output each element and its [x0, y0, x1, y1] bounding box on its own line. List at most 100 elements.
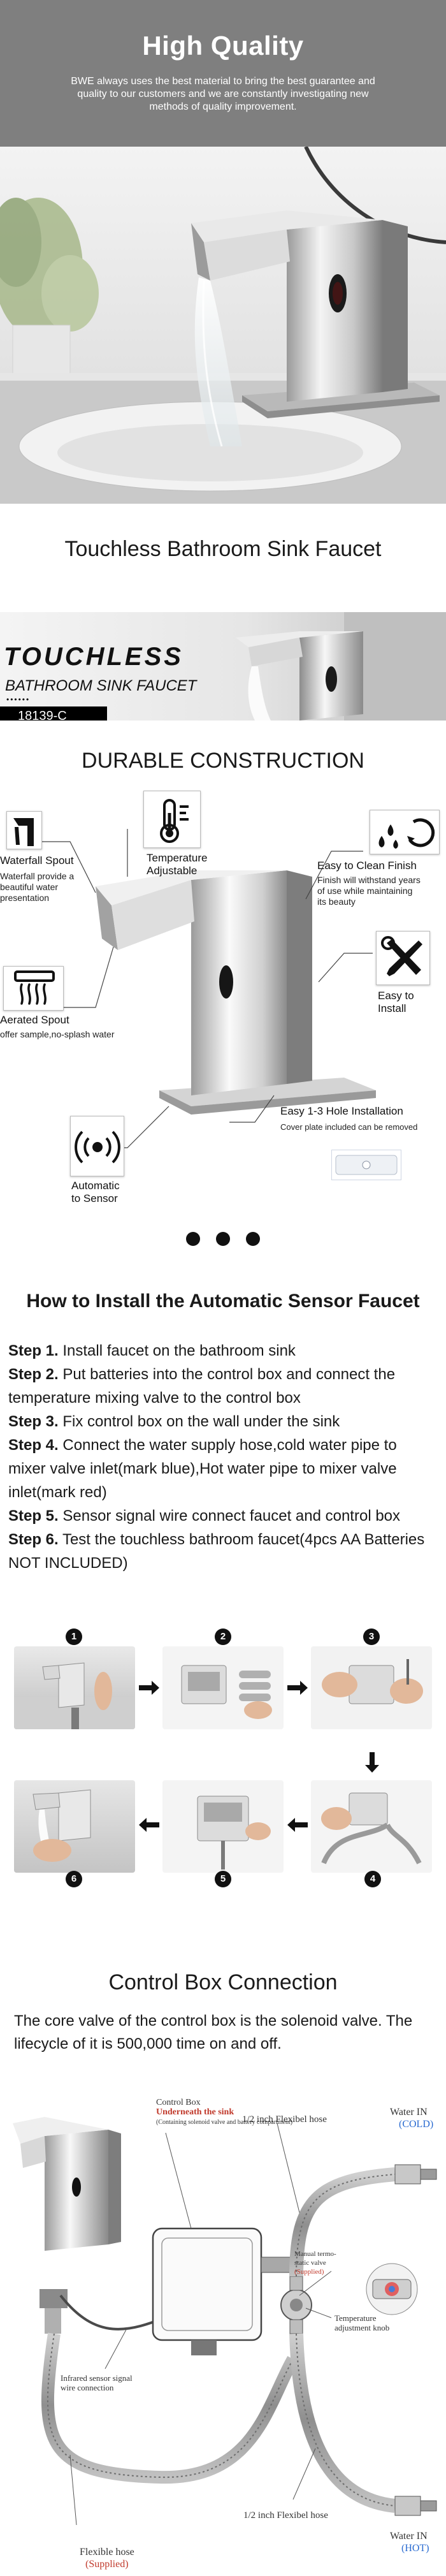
step-text: Install faucet on the bathroom sink	[58, 1342, 296, 1359]
durable-title-band: DURABLE CONSTRUCTION	[0, 721, 446, 791]
hole-installation-feature: Easy 1-3 Hole Installation Cover plate i…	[280, 1105, 446, 1132]
high-quality-section: High Quality BWE always uses the best ma…	[0, 0, 446, 504]
easy-clean-icon-box	[370, 810, 440, 854]
install-step: Step 1. Install faucet on the bathroom s…	[8, 1339, 438, 1363]
label-signal-2: wire connection	[61, 2383, 114, 2392]
install-photo-2-illustration	[181, 1665, 272, 1719]
cover-plate-thumbnail	[331, 1150, 401, 1180]
step-number: Step 1.	[8, 1342, 59, 1359]
install-photo-3	[311, 1646, 432, 1729]
install-photo-4-illustration	[321, 1792, 422, 1864]
install-photo-6-illustration	[32, 1789, 91, 1862]
model-number-tag: 18139-C	[0, 706, 107, 721]
arrow-right-icon	[287, 1681, 308, 1695]
waterfall-spout-feature: Waterfall Spout Waterfall provide a beau…	[0, 854, 108, 904]
label-hose-bottom: 1/2 inch Flexibel hose	[243, 2510, 328, 2521]
step-badge-5: 5	[215, 1871, 231, 1887]
automatic-sensor-feature: Automatic to Sensor	[71, 1159, 135, 1205]
install-photo-1-illustration	[14, 1662, 135, 1729]
step-badge-3: 3	[363, 1628, 380, 1645]
thermometer-icon	[160, 799, 189, 843]
aerated-spout-feature: Aerated Spout offer sample,no-splash wat…	[0, 1014, 127, 1040]
step-number: Step 2.	[8, 1366, 59, 1383]
control-box-illustration	[13, 2117, 437, 2526]
section-divider-dots	[0, 1199, 446, 1288]
durable-feature-diagram: Waterfall Spout Waterfall provide a beau…	[0, 791, 446, 1204]
label-control-box: Control Box	[156, 2098, 201, 2107]
step-text: Sensor signal wire connect faucet and co…	[58, 1507, 401, 1525]
step-badge-2: 2	[215, 1628, 231, 1645]
install-step: Step 6. Test the touchless bathroom fauc…	[8, 1528, 438, 1575]
clean-droplets-icon	[378, 818, 435, 849]
step-number: Step 3.	[8, 1413, 59, 1430]
temperature-label: Temperature Adjustable	[147, 852, 208, 877]
step-text: Fix control box on the wall under the si…	[58, 1413, 340, 1430]
label-hot: (HOT)	[401, 2543, 429, 2554]
touchless-banner-subtitle: BATHROOM SINK FAUCET	[5, 677, 197, 694]
arrow-right-icon	[139, 1681, 159, 1695]
arrow-left-icon	[287, 1818, 308, 1832]
step-badge-4: 4	[364, 1871, 381, 1887]
touchless-banner-dots: ••••••	[6, 695, 31, 704]
temperature-feature: Temperature Adjustable	[147, 852, 229, 877]
hole-installation-label: Easy 1-3 Hole Installation	[280, 1105, 403, 1117]
install-photo-5-illustration	[197, 1796, 271, 1870]
control-box-description: The core valve of the control box is the…	[14, 2012, 413, 2053]
easy-install-label: Easy to Install	[378, 990, 414, 1014]
label-thermo-supplied: (Supplied)	[294, 2268, 324, 2276]
label-flexible-supplied: (Supplied)	[85, 2559, 129, 2570]
touchless-section: Touchless Bathroom Sink Faucet TOUCHLESS…	[0, 504, 446, 721]
install-photo-3-illustration	[322, 1659, 423, 1704]
label-knob-2: adjustment knob	[334, 2323, 390, 2332]
label-thermo-1: Manual termo-	[294, 2250, 336, 2258]
install-steps-list: Step 1. Install faucet on the bathroom s…	[0, 1339, 446, 1575]
faucet-hero-photo	[0, 147, 446, 504]
step-text: Connect the water supply hose,cold water…	[8, 1437, 397, 1501]
waterfall-icon	[13, 818, 34, 846]
high-quality-header: High Quality BWE always uses the best ma…	[0, 0, 446, 147]
faucet-hero-illustration	[0, 147, 446, 504]
divider-dot	[216, 1232, 230, 1246]
label-water-in-cold: Water IN	[390, 2107, 428, 2118]
install-step: Step 4. Connect the water supply hose,co…	[8, 1433, 438, 1504]
control-box-diagram: Control Box Underneath the sink (Contain…	[0, 2085, 446, 2576]
durable-faucet-illustration	[37, 829, 376, 1148]
install-photo-grid: 1 2 3 4 5 6	[0, 1627, 446, 1895]
label-flexible-hose: Flexible hose	[80, 2547, 134, 2558]
label-thermo-2: static valve	[294, 2259, 326, 2267]
aerated-spout-description: offer sample,no-splash water	[0, 1029, 115, 1039]
easy-install-icon-box	[376, 931, 430, 985]
arrow-down-icon	[365, 1752, 379, 1773]
divider-dot	[246, 1232, 260, 1246]
label-knob-1: Temperature	[334, 2313, 377, 2323]
step-number: Step 4.	[8, 1437, 59, 1454]
install-photo-2	[162, 1646, 284, 1729]
touchless-title-band: Touchless Bathroom Sink Faucet	[0, 504, 446, 612]
step-badge-1: 1	[66, 1628, 82, 1645]
cover-plate-icon	[335, 1155, 398, 1175]
touchless-section-title: Touchless Bathroom Sink Faucet	[64, 537, 382, 561]
label-box-contents: (Containing solenoid valve and battery c…	[156, 2119, 293, 2126]
label-hose-top: 1/2 inch Flexibel hose	[242, 2114, 327, 2125]
easy-clean-label: Easy to Clean Finish	[317, 860, 417, 872]
control-box-section-title: Control Box Connection	[108, 1970, 338, 1994]
easy-install-feature: Easy to Install	[378, 990, 442, 1015]
temperature-icon-box	[143, 791, 201, 848]
easy-clean-feature: Easy to Clean Finish Finish will withsta…	[317, 860, 445, 907]
install-photo-5	[162, 1780, 284, 1873]
durable-section-title: DURABLE CONSTRUCTION	[82, 749, 364, 773]
install-step: Step 3. Fix control box on the wall unde…	[8, 1410, 438, 1433]
hole-installation-description: Cover plate included can be removed	[280, 1122, 418, 1132]
waterfall-spout-label: Waterfall Spout	[0, 854, 74, 867]
durable-section: DURABLE CONSTRUCTION	[0, 721, 446, 1288]
install-photo-6	[14, 1780, 135, 1873]
touchless-banner-word: TOUCHLESS	[4, 643, 183, 671]
install-step: Step 5. Sensor signal wire connect fauce…	[8, 1504, 438, 1528]
install-section-title: How to Install the Automatic Sensor Fauc…	[26, 1291, 420, 1312]
touchless-faucet-illustration	[236, 612, 446, 721]
control-box-section: Control Box Connection The core valve of…	[0, 1970, 446, 2576]
divider-dot	[186, 1232, 200, 1246]
label-signal-1: Infrared sensor signal	[61, 2373, 133, 2383]
label-underneath-sink: Underneath the sink	[156, 2107, 234, 2117]
